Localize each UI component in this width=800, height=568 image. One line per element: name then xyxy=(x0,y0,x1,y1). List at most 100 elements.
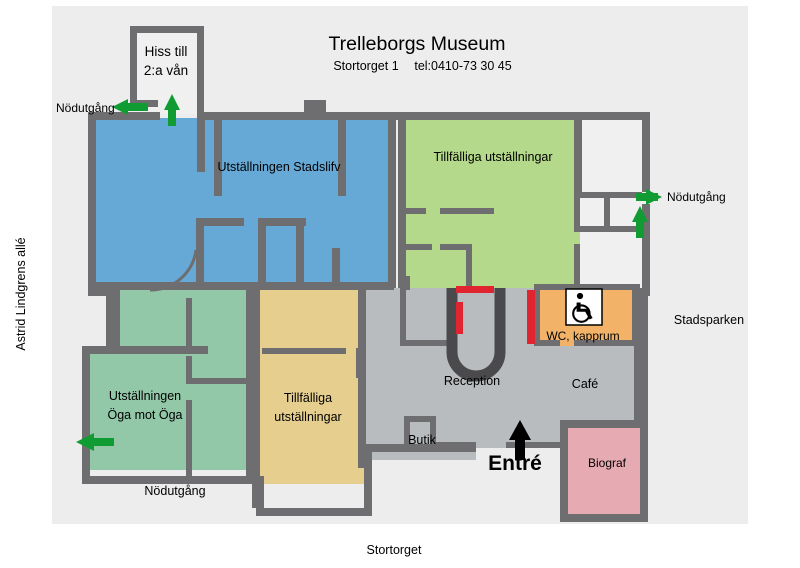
entrance-arrow-up-icon xyxy=(509,420,531,460)
wall-wc-top xyxy=(534,284,640,290)
wall-entrance-right xyxy=(506,442,560,448)
wall-green-stub-e xyxy=(466,244,472,290)
wheelchair-icon-plate xyxy=(565,288,603,326)
wall-green-stub-c xyxy=(404,244,432,250)
wall-green-east-upper xyxy=(574,118,582,196)
room-label-butik: Butik xyxy=(408,433,437,447)
wall-wc-left xyxy=(534,284,540,346)
walls xyxy=(82,26,650,522)
wall-outer-right-mid xyxy=(642,204,650,296)
wall-butik-inner xyxy=(430,416,436,448)
wall-blue-lower-a xyxy=(196,218,204,290)
room-fill-biograf xyxy=(568,424,648,520)
wall-mint-mid-horizontal xyxy=(88,346,208,354)
wall-wc-bottom-b xyxy=(574,340,634,346)
wall-reception-back-bottom xyxy=(400,340,454,346)
wall-biograf-bottom xyxy=(560,514,648,522)
wall-blue-partition-c xyxy=(338,118,346,196)
wheelchair-icon xyxy=(565,288,603,326)
wall-outer-right-lower xyxy=(640,288,648,520)
museum-phone: tel:0410-73 30 45 xyxy=(414,59,511,73)
room-fill-butik xyxy=(366,420,476,460)
red-accents xyxy=(456,286,535,344)
wall-green-stub-f xyxy=(404,276,410,290)
emergency-exit-arrow-up-icon-hiss xyxy=(164,94,180,126)
wall-butik-right xyxy=(404,416,410,448)
room-label-oga-line2: Öga mot Öga xyxy=(107,408,182,422)
room-label-tillfalliga-bottom-line1: Tillfälliga xyxy=(284,391,332,405)
wall-tan-stub-a xyxy=(262,348,346,354)
wall-blue-lower-c xyxy=(296,218,304,254)
wall-outer-left-step xyxy=(106,288,114,350)
room-label-hiss-line1: Hiss till xyxy=(145,44,188,59)
wall-mint-east xyxy=(246,288,254,484)
wall-butik-bottom xyxy=(366,444,476,452)
wall-outer-left-lower xyxy=(82,346,90,484)
room-label-tillfalliga-bottom-line2: utställningar xyxy=(274,410,341,424)
wall-outer-top-right xyxy=(197,112,650,120)
wall-ne-room-e xyxy=(574,244,580,288)
wall-mint-north xyxy=(112,288,120,348)
wall-cafe-east xyxy=(634,288,640,424)
wall-outer-left-upper xyxy=(88,112,96,294)
wall-blue-lower-b xyxy=(258,218,266,290)
emergency-exit-arrow-left-icon-top xyxy=(112,99,148,115)
room-label-oga-line1: Utställningen xyxy=(109,389,181,403)
wall-biograf-top xyxy=(560,420,648,428)
wall-tan-stub-b xyxy=(356,348,362,378)
entrance-label: Entré xyxy=(488,452,542,475)
wall-outer-right-upper xyxy=(642,112,650,192)
wall-blue-lower-e xyxy=(332,248,340,290)
room-label-hiss-line2: 2:a vån xyxy=(144,63,188,78)
wheelchair-icon-glyph xyxy=(572,292,593,323)
room-label-tillfalliga-top: Tillfälliga utställningar xyxy=(433,150,552,164)
wall-blue-bottom xyxy=(94,282,394,290)
exit-label-bottom-left: Nödutgång xyxy=(144,484,205,498)
room-label-stadslifv: Utställningen Stadslifv xyxy=(218,160,342,174)
arrows xyxy=(76,94,662,460)
wall-lobby-left-lower xyxy=(364,448,372,516)
room-label-biograf: Biograf xyxy=(588,456,627,470)
wall-roof-box xyxy=(304,100,326,114)
wall-outer-top-left xyxy=(88,112,160,120)
wall-butik-top xyxy=(404,416,434,422)
wall-mint-part-c xyxy=(186,378,248,384)
wall-biograf-left xyxy=(560,420,568,520)
exit-label-right: Nödutgång xyxy=(667,190,726,204)
wall-outer-left-jog xyxy=(88,288,114,296)
emergency-exit-arrow-right-icon xyxy=(636,189,662,205)
street-label-stortorget: Stortorget xyxy=(367,543,422,557)
red-accent-wc-left xyxy=(527,290,535,344)
wall-reception-back-left xyxy=(400,288,406,346)
wall-green-west xyxy=(398,118,406,288)
wall-green-stub-a xyxy=(404,208,426,214)
wall-wc-bottom-a xyxy=(534,340,560,346)
wall-mint-part-d xyxy=(186,400,192,476)
wall-hiss-top xyxy=(130,26,204,33)
museum-address: Stortorget 1 xyxy=(333,59,398,73)
wall-entrance-left xyxy=(436,442,476,448)
emergency-exit-arrow-up-icon-east xyxy=(632,206,648,238)
plan-text-labels: Trelleborgs Museum Stortorget 1 tel:0410… xyxy=(14,33,744,557)
room-label-cafe: Café xyxy=(572,377,598,391)
emergency-exit-arrow-left-icon-bottom xyxy=(76,433,114,451)
room-fill-northeast-service xyxy=(580,118,650,288)
red-accent-reception-top xyxy=(456,286,494,293)
wall-bottom-tan xyxy=(256,508,372,516)
room-fill-tillfalliga-bottom xyxy=(256,288,366,484)
wall-mint-part-b xyxy=(186,356,192,380)
room-label-wc: WC, kapprum xyxy=(546,329,619,343)
wall-blue-lower-d xyxy=(296,246,304,290)
wall-hiss-right xyxy=(197,26,204,118)
wall-tan-west xyxy=(252,288,260,508)
wall-green-stub-b xyxy=(440,208,494,214)
exit-label-top-left: Nödutgång xyxy=(56,101,115,115)
wall-outer-bottom-left xyxy=(82,476,260,484)
wall-green-stub-d xyxy=(440,244,472,250)
red-accent-reception-side xyxy=(456,302,463,334)
wall-mint-part-a xyxy=(186,298,192,348)
room-label-reception: Reception xyxy=(444,374,500,388)
wall-blue-lower-a-top xyxy=(196,218,244,226)
wall-ne-room-b xyxy=(574,192,580,232)
